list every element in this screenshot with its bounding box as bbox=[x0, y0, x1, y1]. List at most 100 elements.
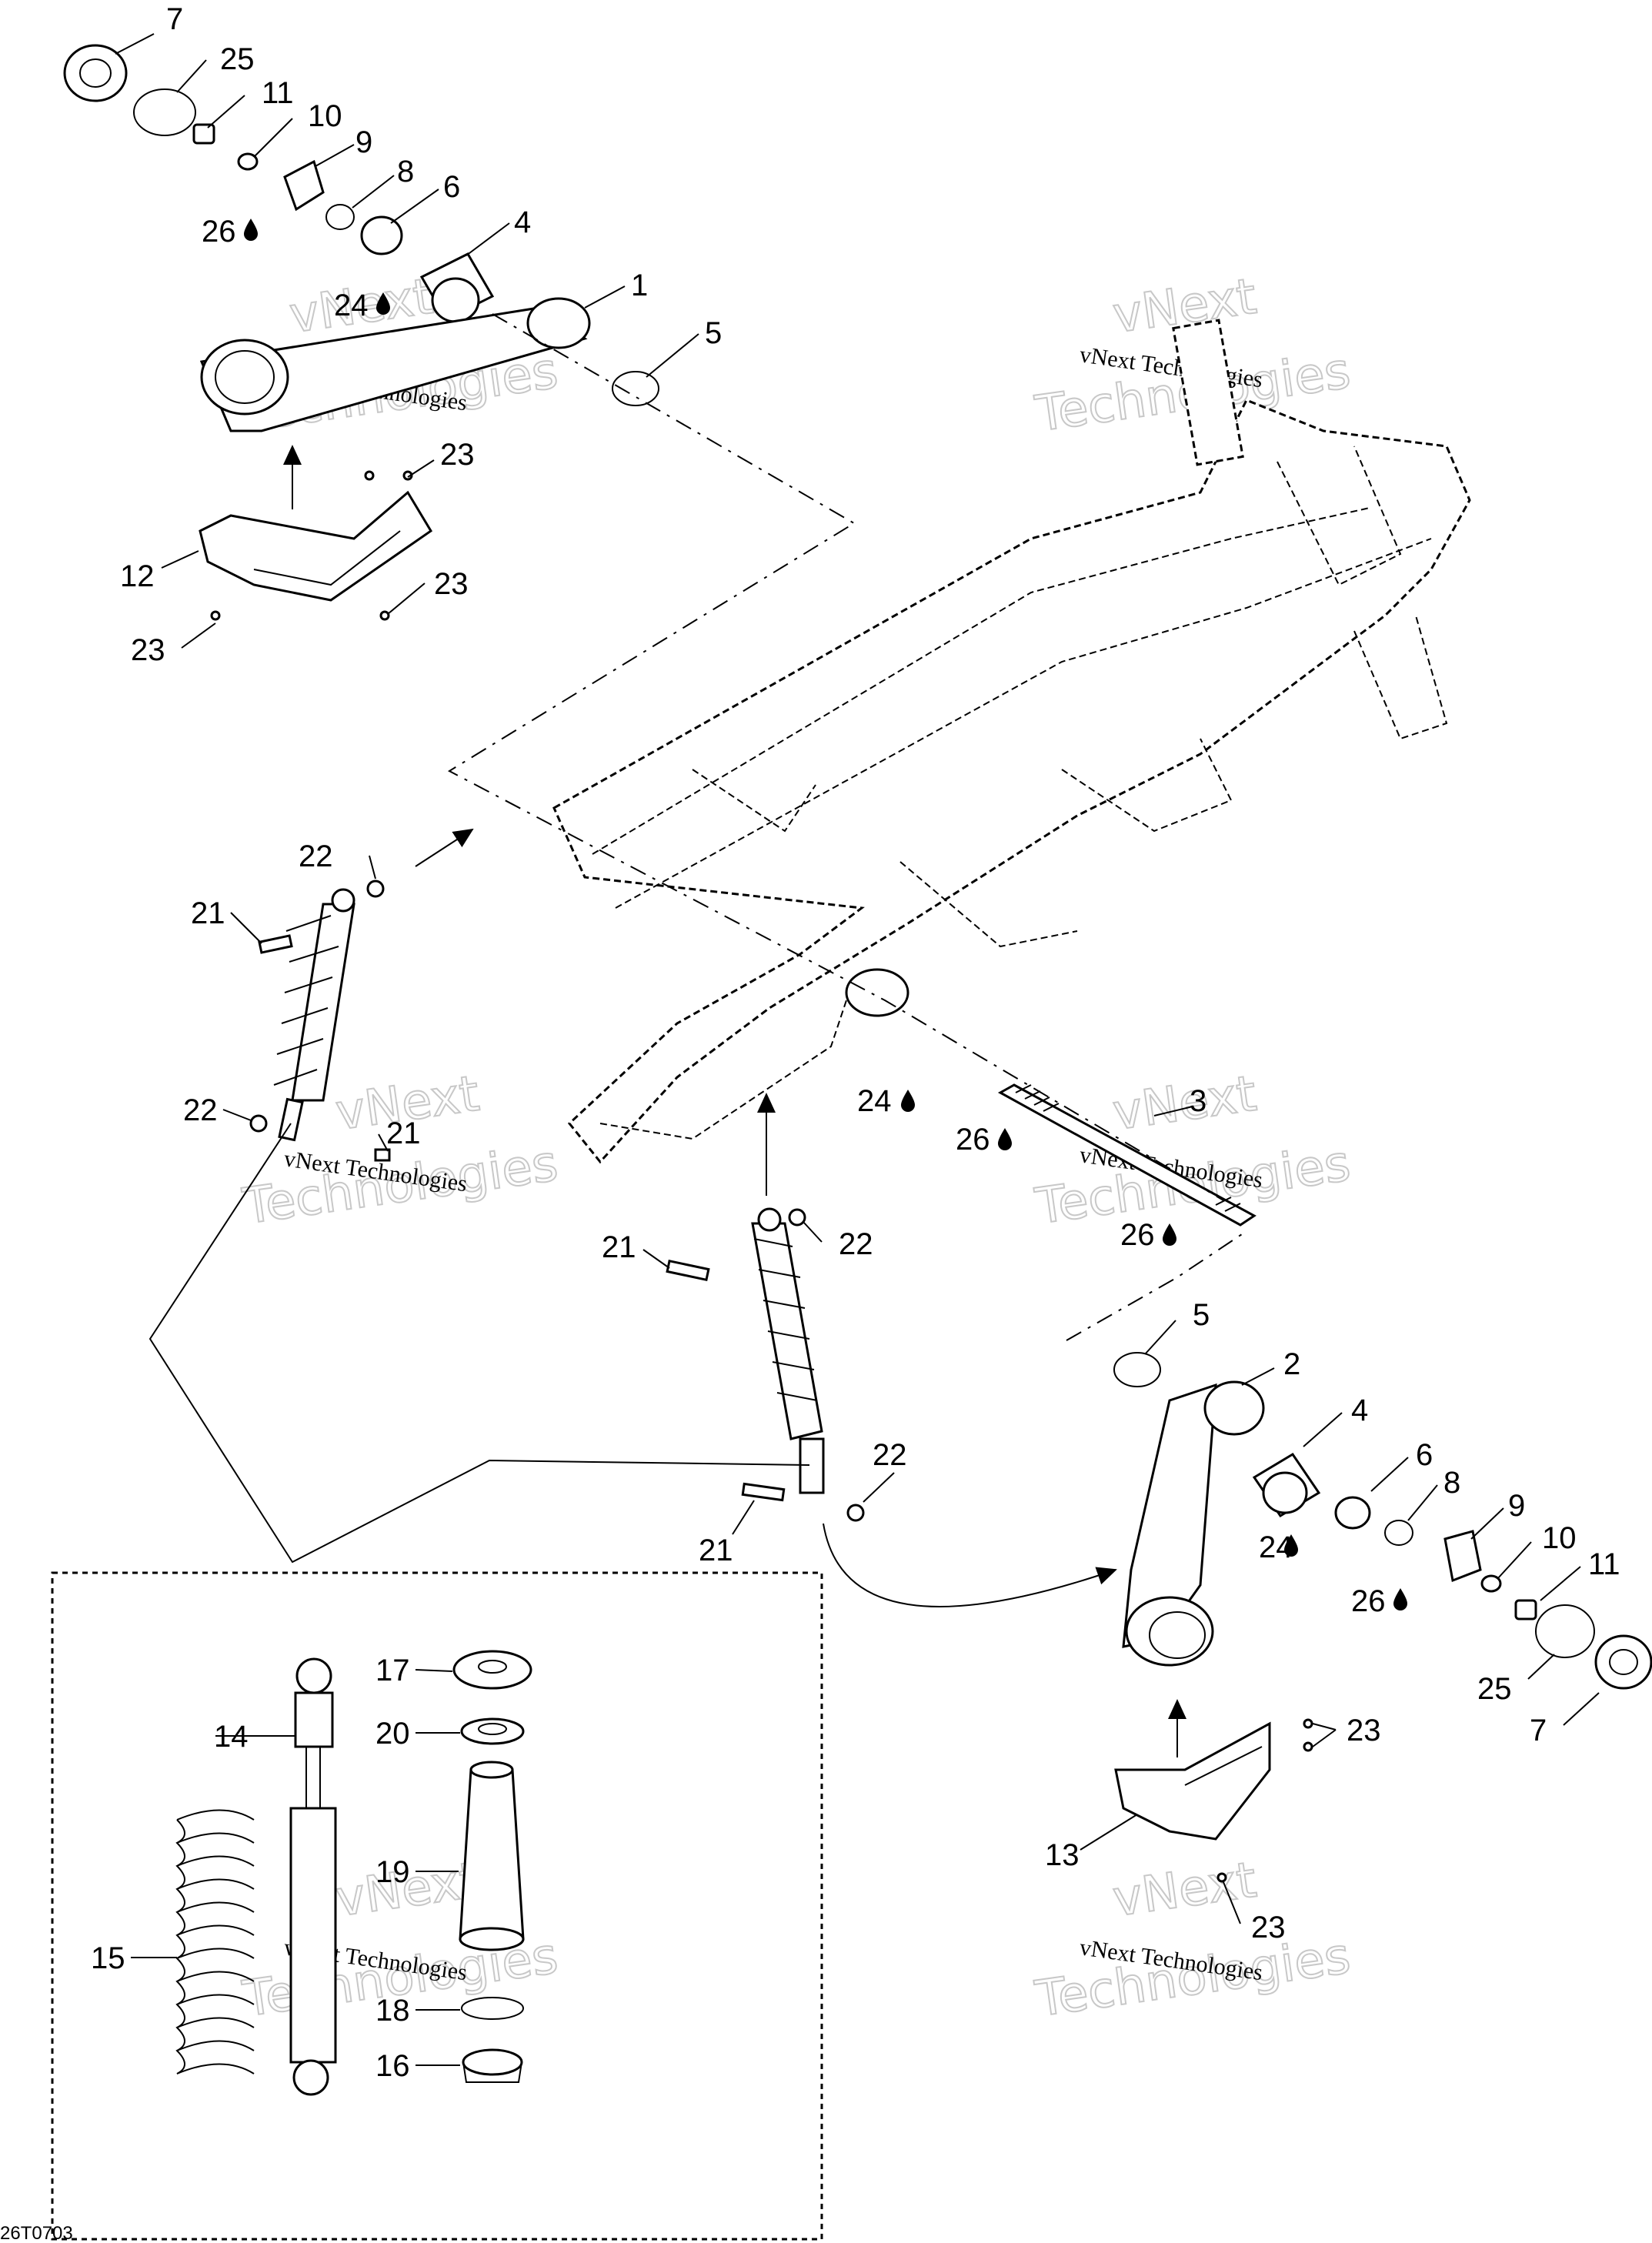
assembly-lines bbox=[149, 313, 1243, 1757]
washer-10-left bbox=[237, 152, 259, 171]
callout-1: 1 bbox=[631, 269, 648, 302]
callout-11: 11 bbox=[1588, 1547, 1620, 1581]
callout-21: 21 bbox=[191, 896, 225, 930]
shock-detail-inset bbox=[51, 1571, 823, 2241]
callout-21: 21 bbox=[386, 1116, 421, 1150]
callout-22: 22 bbox=[873, 1438, 907, 1472]
plate-9-right bbox=[1443, 1530, 1482, 1583]
plate-9-left bbox=[283, 159, 325, 212]
callout-20: 20 bbox=[375, 1717, 410, 1751]
seal-6-right bbox=[1334, 1496, 1371, 1530]
circlip-5-left bbox=[612, 371, 659, 406]
callout-19: 19 bbox=[375, 1855, 410, 1889]
callout-24: 24 bbox=[1259, 1530, 1293, 1564]
callout-3: 3 bbox=[1190, 1084, 1206, 1118]
callout-24: 24 bbox=[334, 289, 369, 322]
nut-22-center-lower bbox=[846, 1504, 865, 1522]
ring-8-right bbox=[1384, 1520, 1413, 1546]
callout-2: 2 bbox=[1283, 1347, 1300, 1381]
ring-8-left bbox=[325, 204, 355, 230]
bearing-4-left bbox=[419, 252, 495, 323]
callout-13: 13 bbox=[1045, 1838, 1080, 1872]
callout-25: 25 bbox=[1477, 1672, 1512, 1706]
nut-11-right bbox=[1514, 1599, 1537, 1621]
grease-drop-icon bbox=[244, 219, 258, 241]
grease-drop-icon bbox=[901, 1090, 915, 1112]
callout-10: 10 bbox=[1542, 1521, 1577, 1555]
callout-22: 22 bbox=[839, 1227, 873, 1261]
swing-arm-2 bbox=[1122, 1380, 1265, 1667]
callout-17: 17 bbox=[375, 1654, 410, 1687]
callout-5: 5 bbox=[705, 316, 722, 350]
chassis-frame bbox=[552, 319, 1471, 1164]
spacer-20 bbox=[460, 1717, 525, 1745]
hub-cap-left bbox=[63, 44, 128, 102]
callout-21: 21 bbox=[602, 1230, 636, 1264]
grease-drop-icon bbox=[1163, 1223, 1176, 1246]
callout-14: 14 bbox=[214, 1720, 249, 1754]
callout-23: 23 bbox=[434, 567, 469, 601]
callout-9: 9 bbox=[355, 125, 372, 159]
o-ring-25-right bbox=[1535, 1604, 1595, 1658]
callout-26: 26 bbox=[1120, 1218, 1155, 1252]
bolt-21-left-lower bbox=[374, 1148, 391, 1162]
seal-6-left bbox=[360, 215, 403, 255]
callout-22: 22 bbox=[183, 1093, 218, 1127]
callout-23: 23 bbox=[1347, 1714, 1381, 1747]
swing-arm-1 bbox=[199, 297, 591, 432]
washer-10-right bbox=[1480, 1574, 1502, 1593]
nut-22-center-upper bbox=[788, 1208, 806, 1227]
callout-10: 10 bbox=[308, 99, 342, 133]
bolt-21-left-upper bbox=[258, 934, 293, 954]
callout-22: 22 bbox=[299, 839, 333, 873]
shock-body-14 bbox=[289, 1657, 337, 2096]
callout-7: 7 bbox=[166, 2, 183, 36]
diagram-code: 26T0703 bbox=[0, 2223, 73, 2243]
watermark-bottom-right: vNext Technologies vNext Technologies bbox=[1031, 1851, 1354, 2029]
bolt-21-center-lower bbox=[741, 1482, 786, 1502]
callout-24: 24 bbox=[857, 1084, 892, 1118]
watermark-mid-left: vNext Technologies vNext Technologies bbox=[239, 1065, 562, 1237]
bolt-21-center-upper bbox=[666, 1259, 710, 1282]
callout-26: 26 bbox=[956, 1123, 990, 1157]
callout-21: 21 bbox=[699, 1534, 733, 1567]
circlip-5-right bbox=[1113, 1352, 1161, 1387]
callout-8: 8 bbox=[397, 155, 414, 189]
callout-4: 4 bbox=[1351, 1394, 1368, 1427]
shock-absorber-left bbox=[273, 888, 355, 1142]
callout-7: 7 bbox=[1530, 1714, 1547, 1747]
nut-11-left bbox=[192, 123, 215, 145]
skid-plate-12 bbox=[199, 470, 433, 621]
callout-6: 6 bbox=[1416, 1438, 1433, 1472]
callout-9: 9 bbox=[1508, 1489, 1525, 1523]
skid-plate-13 bbox=[1114, 1718, 1313, 1883]
spring-seat-17 bbox=[452, 1650, 532, 1690]
callout-11: 11 bbox=[262, 76, 294, 110]
callout-5: 5 bbox=[1193, 1298, 1210, 1332]
nut-22-left-upper bbox=[366, 880, 385, 898]
callout-15: 15 bbox=[91, 1941, 125, 1975]
shock-absorber-center bbox=[751, 1207, 825, 1494]
callout-8: 8 bbox=[1443, 1466, 1460, 1500]
callout-18: 18 bbox=[375, 1994, 410, 2028]
callout-labels: 7 25 11 10 9 8 6 4 26 24 1 5 23 12 23 23… bbox=[91, 2, 1620, 2083]
adjuster-16 bbox=[462, 2048, 523, 2083]
callout-16: 16 bbox=[375, 2049, 410, 2083]
bump-boot-19 bbox=[459, 1761, 525, 1951]
callout-23: 23 bbox=[131, 633, 165, 667]
callout-12: 12 bbox=[120, 559, 155, 593]
leader-lines bbox=[115, 33, 1600, 2066]
callout-23: 23 bbox=[1251, 1911, 1286, 1944]
nut-22-left-lower bbox=[249, 1114, 268, 1133]
callout-6: 6 bbox=[443, 170, 460, 204]
hub-cap-right bbox=[1594, 1634, 1652, 1690]
callout-26: 26 bbox=[202, 215, 236, 249]
bearing-4-right bbox=[1252, 1452, 1321, 1518]
callout-26: 26 bbox=[1351, 1584, 1386, 1618]
coil-spring-15 bbox=[175, 1809, 255, 2074]
callout-23: 23 bbox=[440, 438, 475, 472]
svg-text:vNext: vNext bbox=[1110, 1066, 1260, 1142]
washer-18 bbox=[461, 1997, 524, 2020]
shaft-3 bbox=[997, 1083, 1257, 1227]
